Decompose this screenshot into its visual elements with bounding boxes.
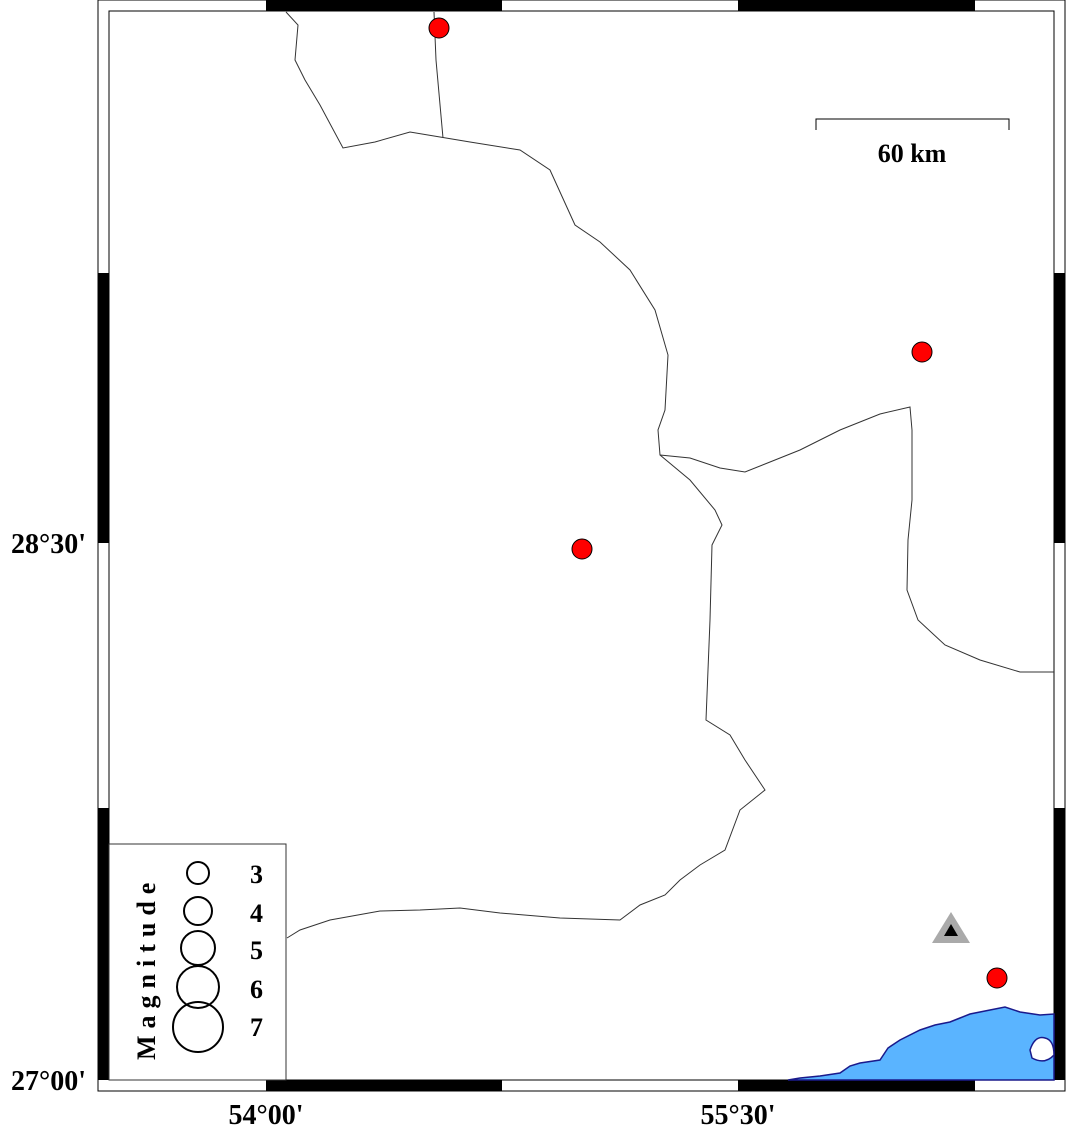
legend-title: Magnitude [132,876,161,1060]
scale-bar: 60 km [815,118,1010,168]
lat-label: 28°30' [11,529,86,560]
station-icon[interactable] [932,912,970,943]
lon-label: 54°00' [229,1100,304,1129]
legend-item: 6 [250,975,263,1004]
lat-label: 27°00' [11,1066,86,1097]
lon-label: 55°30' [701,1100,776,1129]
event-marker[interactable] [986,967,1008,989]
scale-bar-label: 60 km [878,139,947,168]
island [1029,1036,1055,1062]
earthquake-events [428,17,1008,989]
legend-item: 4 [250,899,263,928]
event-marker[interactable] [571,538,593,560]
legend-item: 3 [250,860,263,889]
event-marker[interactable] [428,17,450,39]
legend-item: 5 [250,936,263,965]
sea-area [787,1006,1055,1081]
legend-item: 7 [250,1013,263,1042]
magnitude-legend: Magnitude 3 4 5 6 7 [108,843,287,1081]
event-marker[interactable] [911,341,933,363]
